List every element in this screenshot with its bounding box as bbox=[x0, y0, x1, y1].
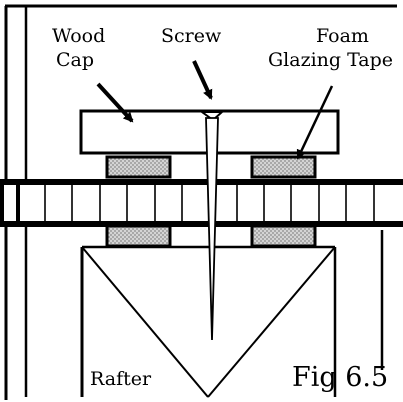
foam-tape-label-line2: Glazing Tape bbox=[268, 49, 393, 71]
foam-tape-label-line1: Foam bbox=[316, 25, 369, 47]
polycarbonate-panel bbox=[0, 179, 403, 227]
foam-tape-top-left bbox=[105, 155, 172, 179]
screw-arrow bbox=[192, 60, 213, 100]
screw bbox=[198, 111, 225, 341]
figure-label: Fig 6.5 bbox=[292, 362, 388, 393]
wood-cap-label-line1: Wood bbox=[52, 25, 105, 47]
foam-tape-bottom-left bbox=[105, 224, 172, 248]
screw-label: Screw bbox=[161, 25, 222, 47]
foam-tape-bottom-right bbox=[250, 224, 317, 248]
wood-cap-label-line2: Cap bbox=[56, 49, 94, 71]
wood-cap-arrow bbox=[96, 82, 134, 123]
rafter bbox=[80, 245, 337, 398]
foam-tape-top-right bbox=[250, 155, 317, 179]
rafter-label: Rafter bbox=[90, 368, 152, 390]
foam-tape-arrow bbox=[296, 85, 334, 160]
